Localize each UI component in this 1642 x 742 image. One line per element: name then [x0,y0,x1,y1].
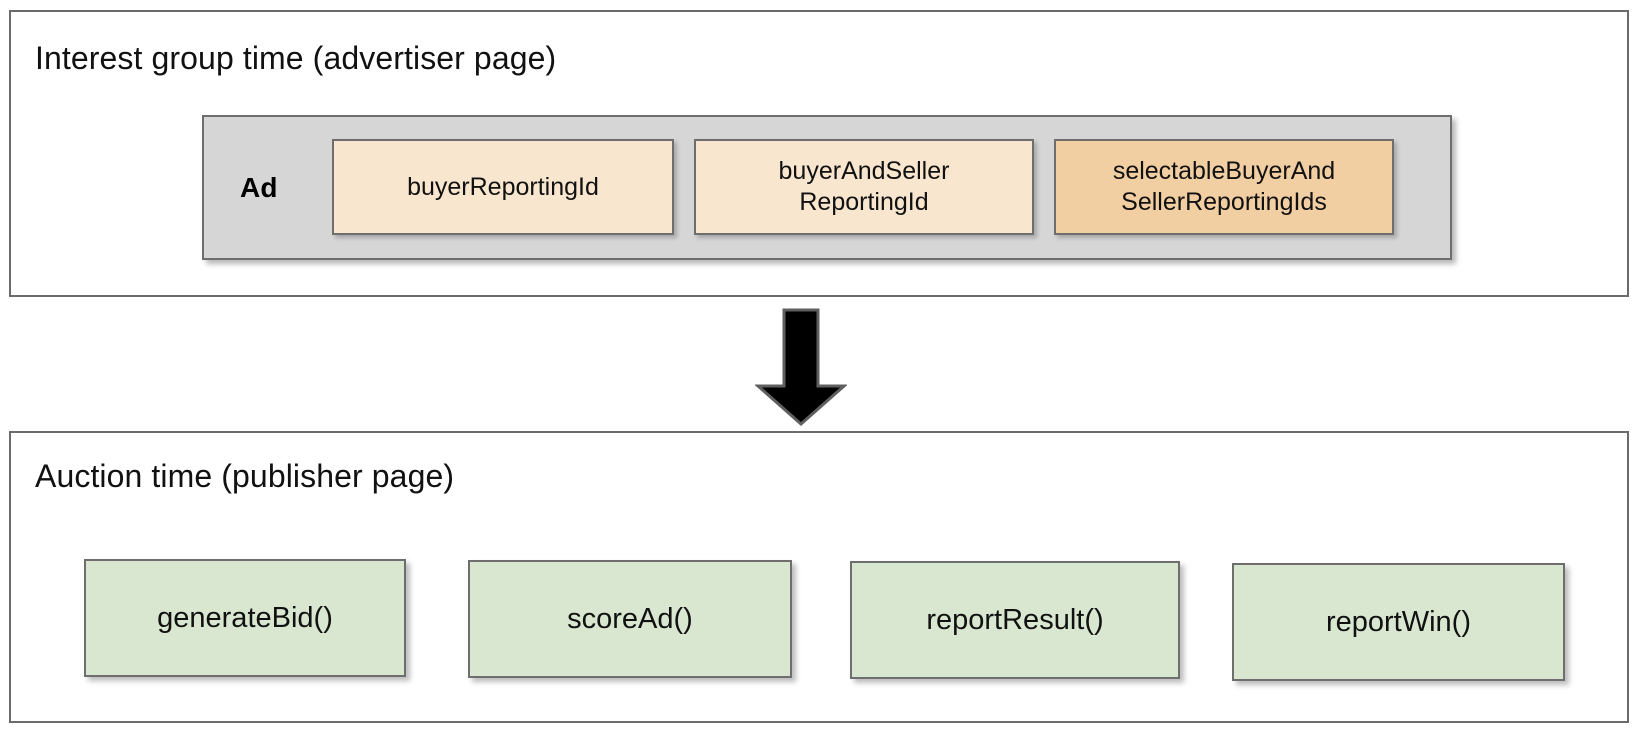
ad-container: Ad buyerReportingId buyerAndSeller Repor… [202,115,1452,260]
auction-panel: Auction time (publisher page) generateBi… [9,431,1629,723]
advertiser-panel-title: Interest group time (advertiser page) [35,40,557,76]
auction-function-box-generate-bid: generateBid() [84,559,406,677]
ad-label: Ad [240,171,278,203]
auction-panel-title: Auction time (publisher page) [35,458,455,494]
auction-function-label: scoreAd() [567,603,693,635]
advertiser-panel: Interest group time (advertiser page) Ad… [9,10,1629,297]
reporting-id-box-buyer-and-seller-reporting-id: buyerAndSeller ReportingId [694,139,1034,235]
reporting-id-label-line1: selectableBuyerAnd [1112,157,1336,185]
auction-function-box-report-win: reportWin() [1232,563,1565,681]
down-block-arrow-icon [755,308,847,426]
reporting-id-label-line2: SellerReportingIds [1121,188,1327,216]
auction-function-label: generateBid() [157,602,333,634]
reporting-id-label: selectableBuyerAnd SellerReportingIds [1113,156,1335,218]
auction-function-label: reportResult() [926,604,1104,636]
reporting-id-label: buyerReportingId [407,172,599,201]
auction-function-box-report-result: reportResult() [850,561,1180,679]
reporting-id-label-line2: ReportingId [799,188,929,216]
reporting-id-label-line1: buyerAndSeller [778,157,950,185]
reporting-id-box-buyer-reporting-id: buyerReportingId [332,139,674,235]
auction-function-label: reportWin() [1325,606,1471,638]
reporting-id-label: buyerAndSeller ReportingId [779,156,950,218]
reporting-id-box-selectable-buyer-and-seller-reporting-ids: selectableBuyerAnd SellerReportingIds [1054,139,1394,235]
auction-function-box-score-ad: scoreAd() [468,560,792,678]
